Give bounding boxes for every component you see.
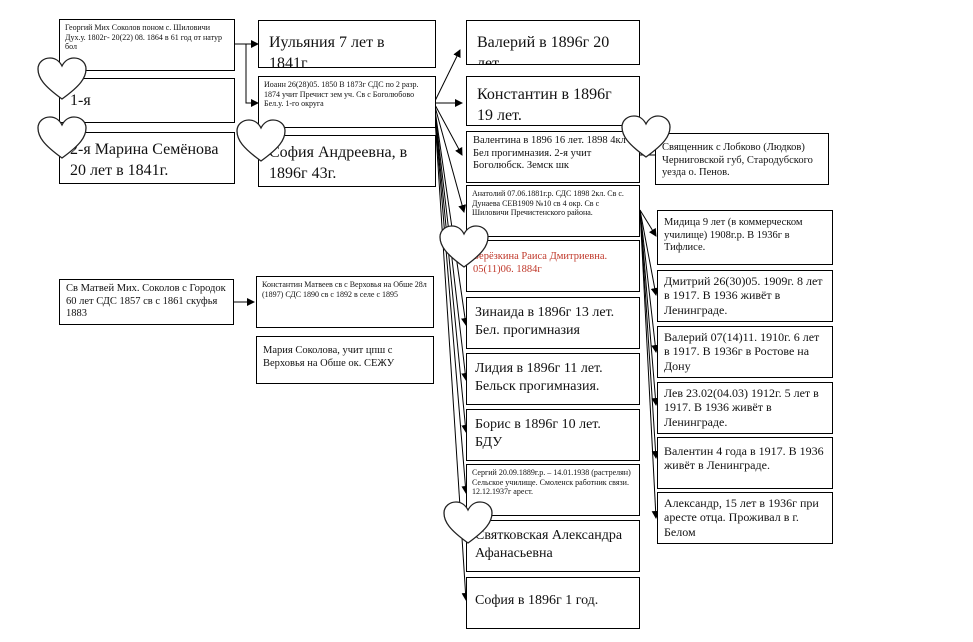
spouse-first: 1-я — [59, 78, 235, 123]
person-valentina: Валентина в 1896 16 лет. 1898 4кл Бел пр… — [466, 131, 640, 183]
person-georgiy: Георгий Мих Соколов поном с. Шиловичи Ду… — [59, 19, 235, 71]
spouse-svyatkovskaya: Святковская Александра Афанасьевна — [466, 520, 640, 572]
person-sofia-1: София в 1896г 1 год. — [466, 577, 640, 629]
arrow-ioann-valentina — [433, 102, 463, 156]
arrow-anatoliy-valentin — [639, 209, 660, 459]
person-maria-sokolova: Мария Соколова, учит цпш с Верховья на О… — [256, 336, 434, 384]
person-sergey: Сергий 20.09.1889г.р. – 14.01.1938 (раст… — [466, 464, 640, 516]
person-matvey: Св Матвей Мих. Соколов с Городок 60 лет … — [59, 279, 234, 325]
person-dmitriy: Дмитрий 26(30)05. 1909г. 8 лет в 1917. В… — [657, 270, 833, 322]
heart-icon — [36, 115, 88, 161]
person-valeriy-1910: Валерий 07(14)11. 1910г. 6 лет в 1917. В… — [657, 326, 833, 378]
spouse-sofia-andreevna: София Андреевна, в 1896г 43г. — [258, 135, 436, 187]
arrow-ioann-sergey — [433, 102, 470, 494]
person-aleksandr: Александр, 15 лет в 1936г при аресте отц… — [657, 492, 833, 544]
person-boris: Борис в 1896г 10 лет. БДУ — [466, 409, 640, 461]
heart-icon — [438, 224, 490, 270]
person-konstantin: Константин в 1896г 19 лет. — [466, 76, 640, 126]
heart-icon — [442, 500, 494, 546]
person-lidiya: Лидия в 1896г 11 лет. Бельск прогимназия… — [466, 353, 640, 405]
arrow-anatoliy-midica — [639, 209, 657, 237]
person-valeriy: Валерий в 1896г 20 лет — [466, 20, 640, 65]
person-konstantin-matveev: Константин Матвеев св с Верховья на Обше… — [256, 276, 434, 328]
arrow-anatoliy-aleksandr — [639, 209, 660, 519]
arrow-ioann-anatoliy — [433, 102, 466, 213]
person-zinaida: Зинаида в 1896г 13 лет. Бел. прогимназия — [466, 297, 640, 349]
heart-icon — [36, 56, 88, 102]
person-ioann: Иоанн 26(28)05. 1850 В 1873г СДС по 2 ра… — [258, 76, 436, 128]
arrow-ioann-valeriy — [433, 49, 461, 104]
person-priest-penov: Священник с Лобково (Людков) Черниговско… — [655, 133, 829, 185]
arrow-anatoliy-lev — [639, 209, 660, 406]
arrow-georgiy-ioann — [235, 43, 259, 107]
arrow-anatoliy-dmitriy — [639, 209, 659, 296]
person-valentin: Валентин 4 года в 1917. В 1936 живёт в Л… — [657, 437, 833, 489]
spouse-marina: 2-я Марина Семёнова 20 лет в 1841г. — [59, 132, 235, 184]
person-anatoliy: Анатолий 07.06.1881г.р. СДС 1898 2кл. Св… — [466, 185, 640, 237]
heart-icon — [235, 118, 287, 164]
arrow-ioann-zinaida — [433, 102, 469, 326]
person-uliyana: Иульяния 7 лет в 1841г — [258, 20, 436, 68]
heart-icon — [620, 114, 672, 160]
person-midica: Мидица 9 лет (в коммерческом училище) 19… — [657, 210, 833, 265]
spouse-raisa: Берёзкина Раиса Дмитриевна. 05(11)06. 18… — [466, 240, 640, 292]
person-lev: Лев 23.02(04.03) 1912г. 5 лет в 1917. В … — [657, 382, 833, 434]
arrow-anatoliy-valeriy — [639, 209, 660, 353]
